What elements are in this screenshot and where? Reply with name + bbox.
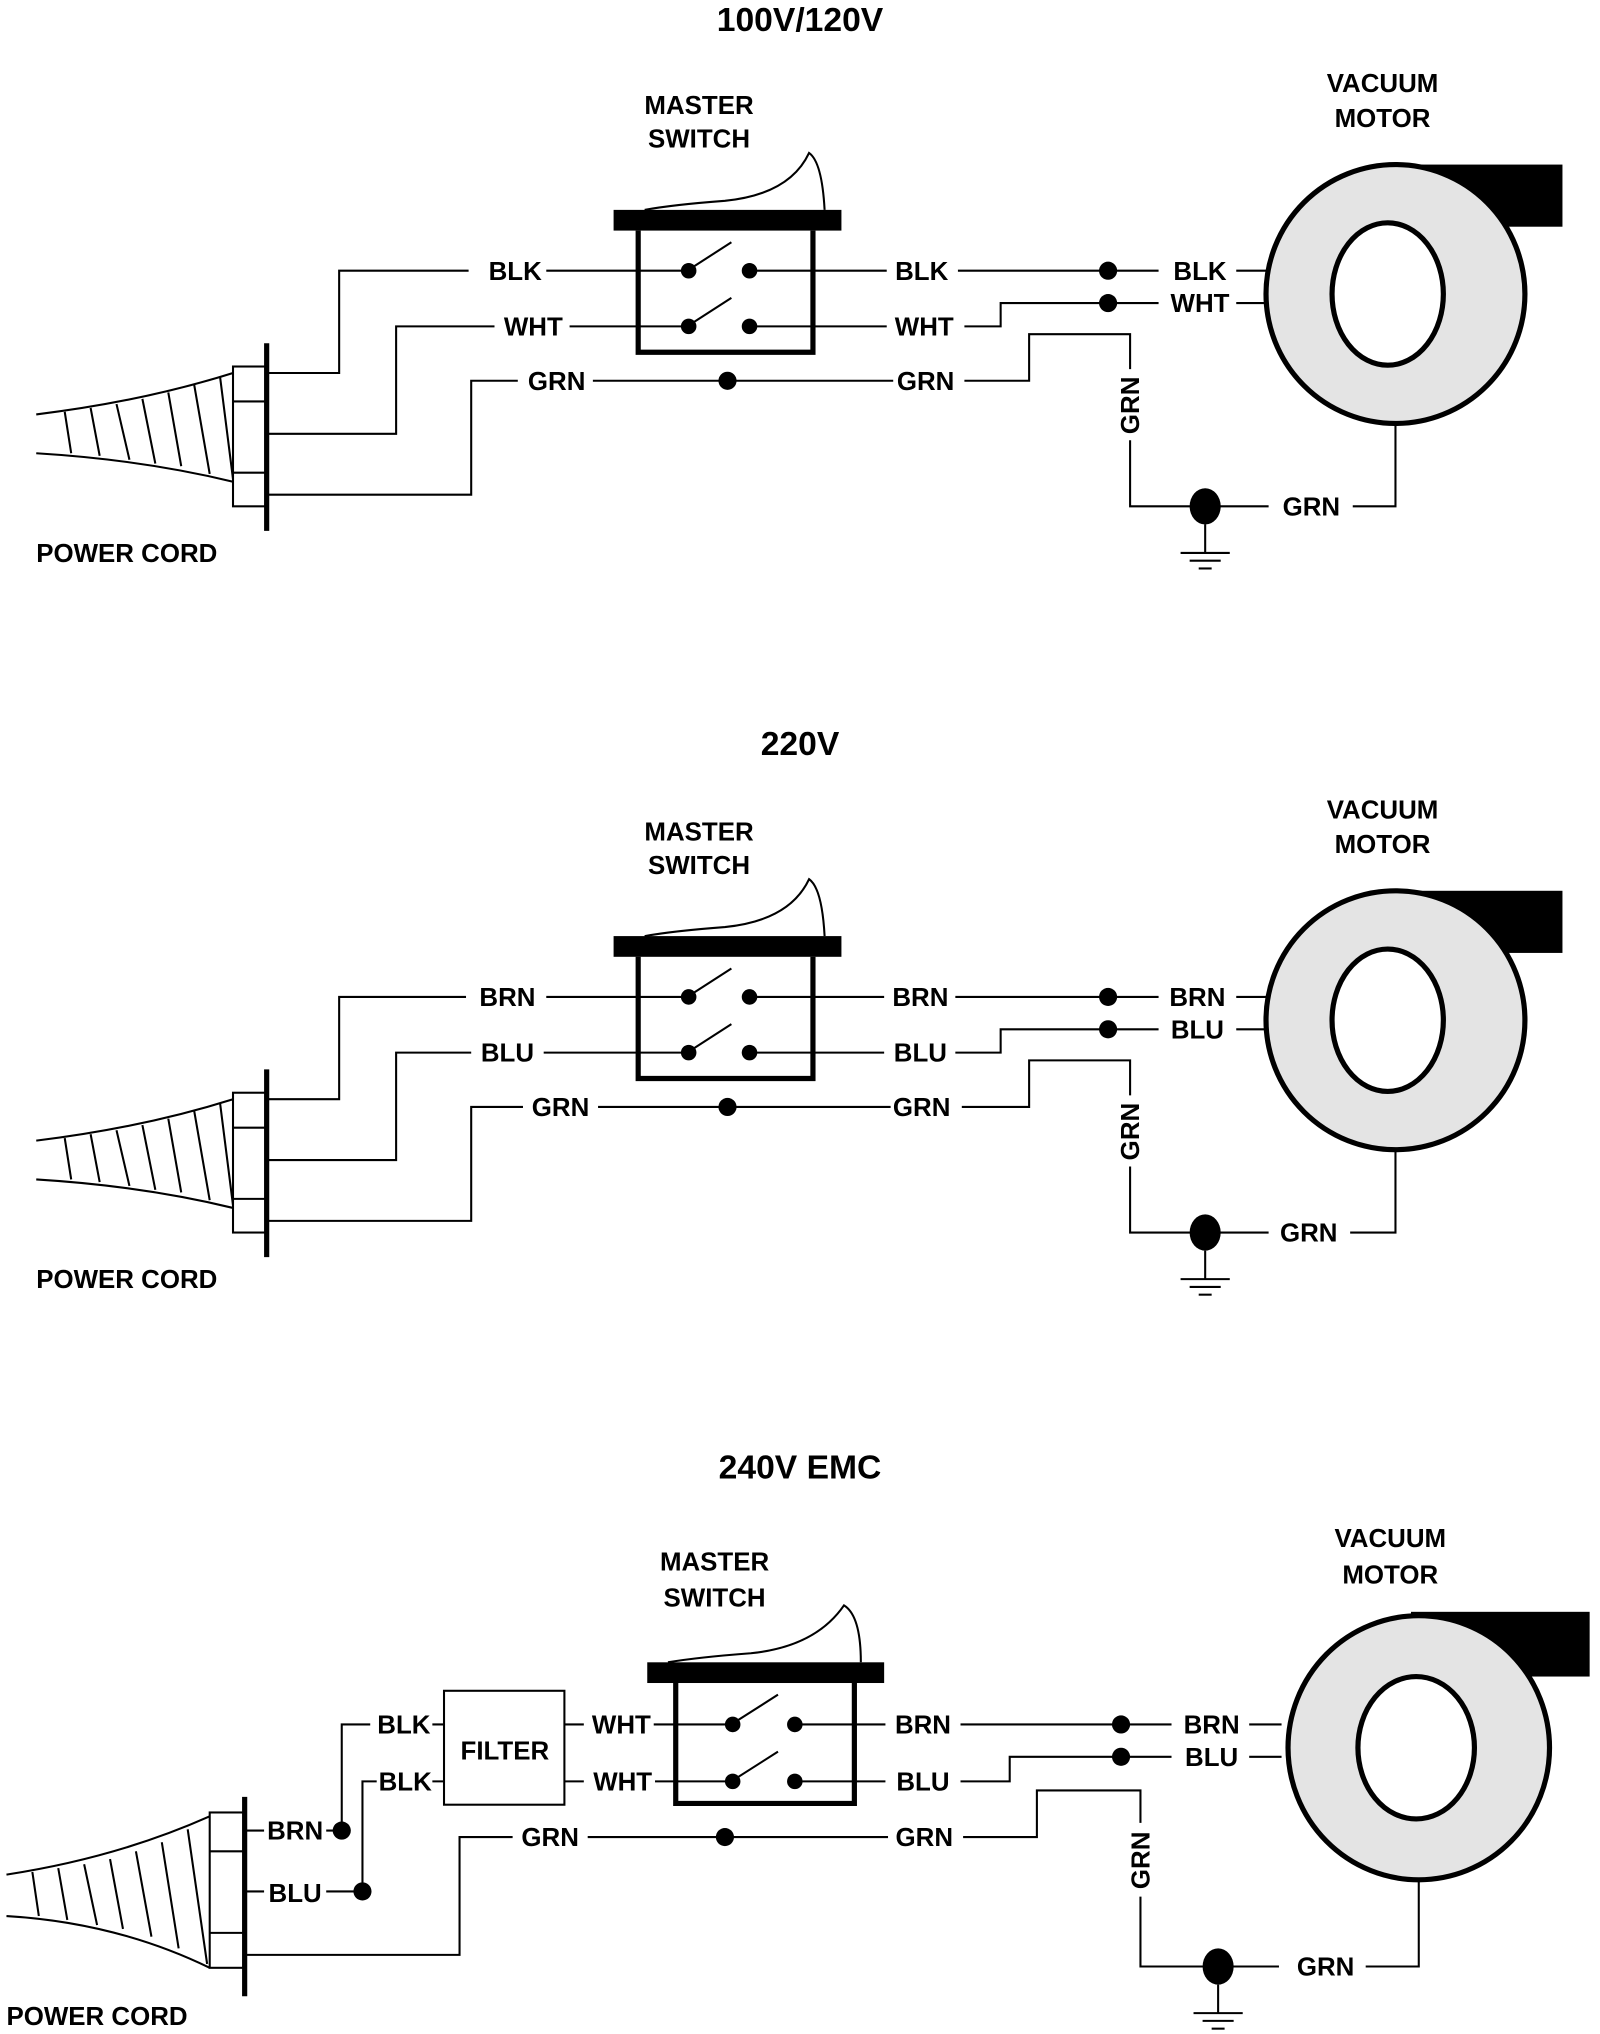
filter-label: FILTER (461, 1737, 550, 1765)
motor-label-line1: VACUUM (1327, 796, 1439, 824)
wire-label-in-1: BRN (479, 984, 535, 1012)
motor-label-line2: MOTOR (1335, 831, 1431, 859)
cord-wire-label-1: BRN (267, 1818, 323, 1846)
connector-dot (1099, 261, 1118, 280)
motor-wire-label-1: BLK (1173, 258, 1226, 286)
connector-dot (1111, 1747, 1131, 1766)
motor-wire-label-2: BLU (1171, 1016, 1224, 1044)
diagram-220v: 220V MASTER SWITCH VACUUM MOTOR POWER CO… (36, 726, 1563, 1296)
switch-label-line2: SWITCH (664, 1585, 766, 1613)
diagram-240v-emc: 240V EMC MASTER SWITCH VACUUM MOTOR POWE… (6, 1449, 1590, 2031)
diagram-100v-120v: 100V/120V MASTER SWITCH VACUUM MOTOR POW… (36, 2, 1563, 570)
motor-label-line1: VACUUM (1334, 1525, 1446, 1553)
junction-dot (718, 1097, 737, 1117)
diagram-title: 100V/120V (717, 2, 884, 39)
switch-label-line1: MASTER (644, 92, 754, 120)
ground-icon (1180, 488, 1230, 570)
connector-dot (1099, 1020, 1118, 1039)
filter-in-label-2: BLK (379, 1768, 432, 1796)
power-cord-icon (6, 1796, 248, 1997)
power-cord-label: POWER CORD (36, 1266, 217, 1294)
filter-out-label-1: WHT (592, 1712, 651, 1740)
power-cord-label: POWER CORD (6, 2003, 187, 2031)
diagram-title: 240V EMC (719, 1449, 882, 1486)
connector-dot (1099, 987, 1118, 1006)
ground-icon (1180, 1214, 1230, 1296)
wire-label-in-ground: GRN (532, 1094, 590, 1122)
vacuum-motor-icon (1263, 888, 1563, 1153)
motor-ground-label: GRN (1283, 493, 1341, 521)
master-switch-icon (613, 151, 842, 355)
filter-box: FILTER (442, 1689, 566, 1806)
filter-in-label-1: BLK (377, 1712, 430, 1740)
master-switch-icon (647, 1603, 885, 1806)
wire-label-in-2: BLU (481, 1040, 534, 1068)
cord-wire-label-2: BLU (269, 1880, 322, 1908)
connector-dot (1111, 1715, 1131, 1734)
switch-label-line1: MASTER (644, 818, 754, 846)
junction-dot (715, 1828, 734, 1847)
switch-label-line2: SWITCH (648, 126, 750, 154)
filter-out-label-2: WHT (593, 1768, 652, 1796)
junction-dot (718, 371, 737, 390)
ground-wire-label-vertical: GRN (1117, 377, 1145, 435)
wire-label-out-2: BLU (896, 1768, 949, 1796)
motor-label-line1: VACUUM (1327, 70, 1439, 98)
motor-wire-label-2: WHT (1171, 290, 1230, 318)
motor-ground-label: GRN (1280, 1220, 1338, 1248)
ground-icon (1193, 1948, 1243, 2030)
power-cord-icon (36, 1069, 270, 1258)
switch-label-line1: MASTER (660, 1548, 770, 1576)
wire-label-out-1: BRN (895, 1712, 951, 1740)
power-cord-icon (36, 343, 270, 531)
motor-label-line2: MOTOR (1335, 105, 1431, 133)
motor-wire-label-1: BRN (1184, 1712, 1240, 1740)
vacuum-motor-icon (1285, 1611, 1590, 1883)
wire-label-out-ground: GRN (896, 1824, 954, 1852)
wire-label-in-1: BLK (489, 258, 542, 286)
wire-label-out-ground: GRN (893, 1094, 951, 1122)
wire-label-out-1: BLK (895, 258, 948, 286)
connector-dot (1099, 294, 1118, 313)
motor-ground-label: GRN (1297, 1954, 1354, 1982)
motor-label-line2: MOTOR (1342, 1561, 1438, 1589)
vacuum-motor-icon (1263, 161, 1563, 427)
wire-label-out-1: BRN (892, 984, 948, 1012)
switch-label-line2: SWITCH (648, 852, 750, 880)
master-switch-icon (613, 877, 842, 1082)
wire-label-out-2: BLU (894, 1040, 947, 1068)
wire-label-in-ground: GRN (521, 1824, 579, 1852)
motor-wire-label-2: BLU (1185, 1744, 1238, 1772)
diagram-title: 220V (761, 726, 840, 763)
wire-label-in-2: WHT (504, 313, 563, 341)
motor-wire-label-1: BRN (1169, 984, 1225, 1012)
ground-wire-label-vertical: GRN (1117, 1103, 1145, 1161)
power-cord-label: POWER CORD (36, 540, 217, 568)
ground-wire-label-vertical: GRN (1128, 1832, 1156, 1890)
wire-label-in-ground: GRN (528, 368, 586, 396)
wire-label-out-ground: GRN (897, 368, 955, 396)
wire-label-out-2: WHT (895, 313, 954, 341)
